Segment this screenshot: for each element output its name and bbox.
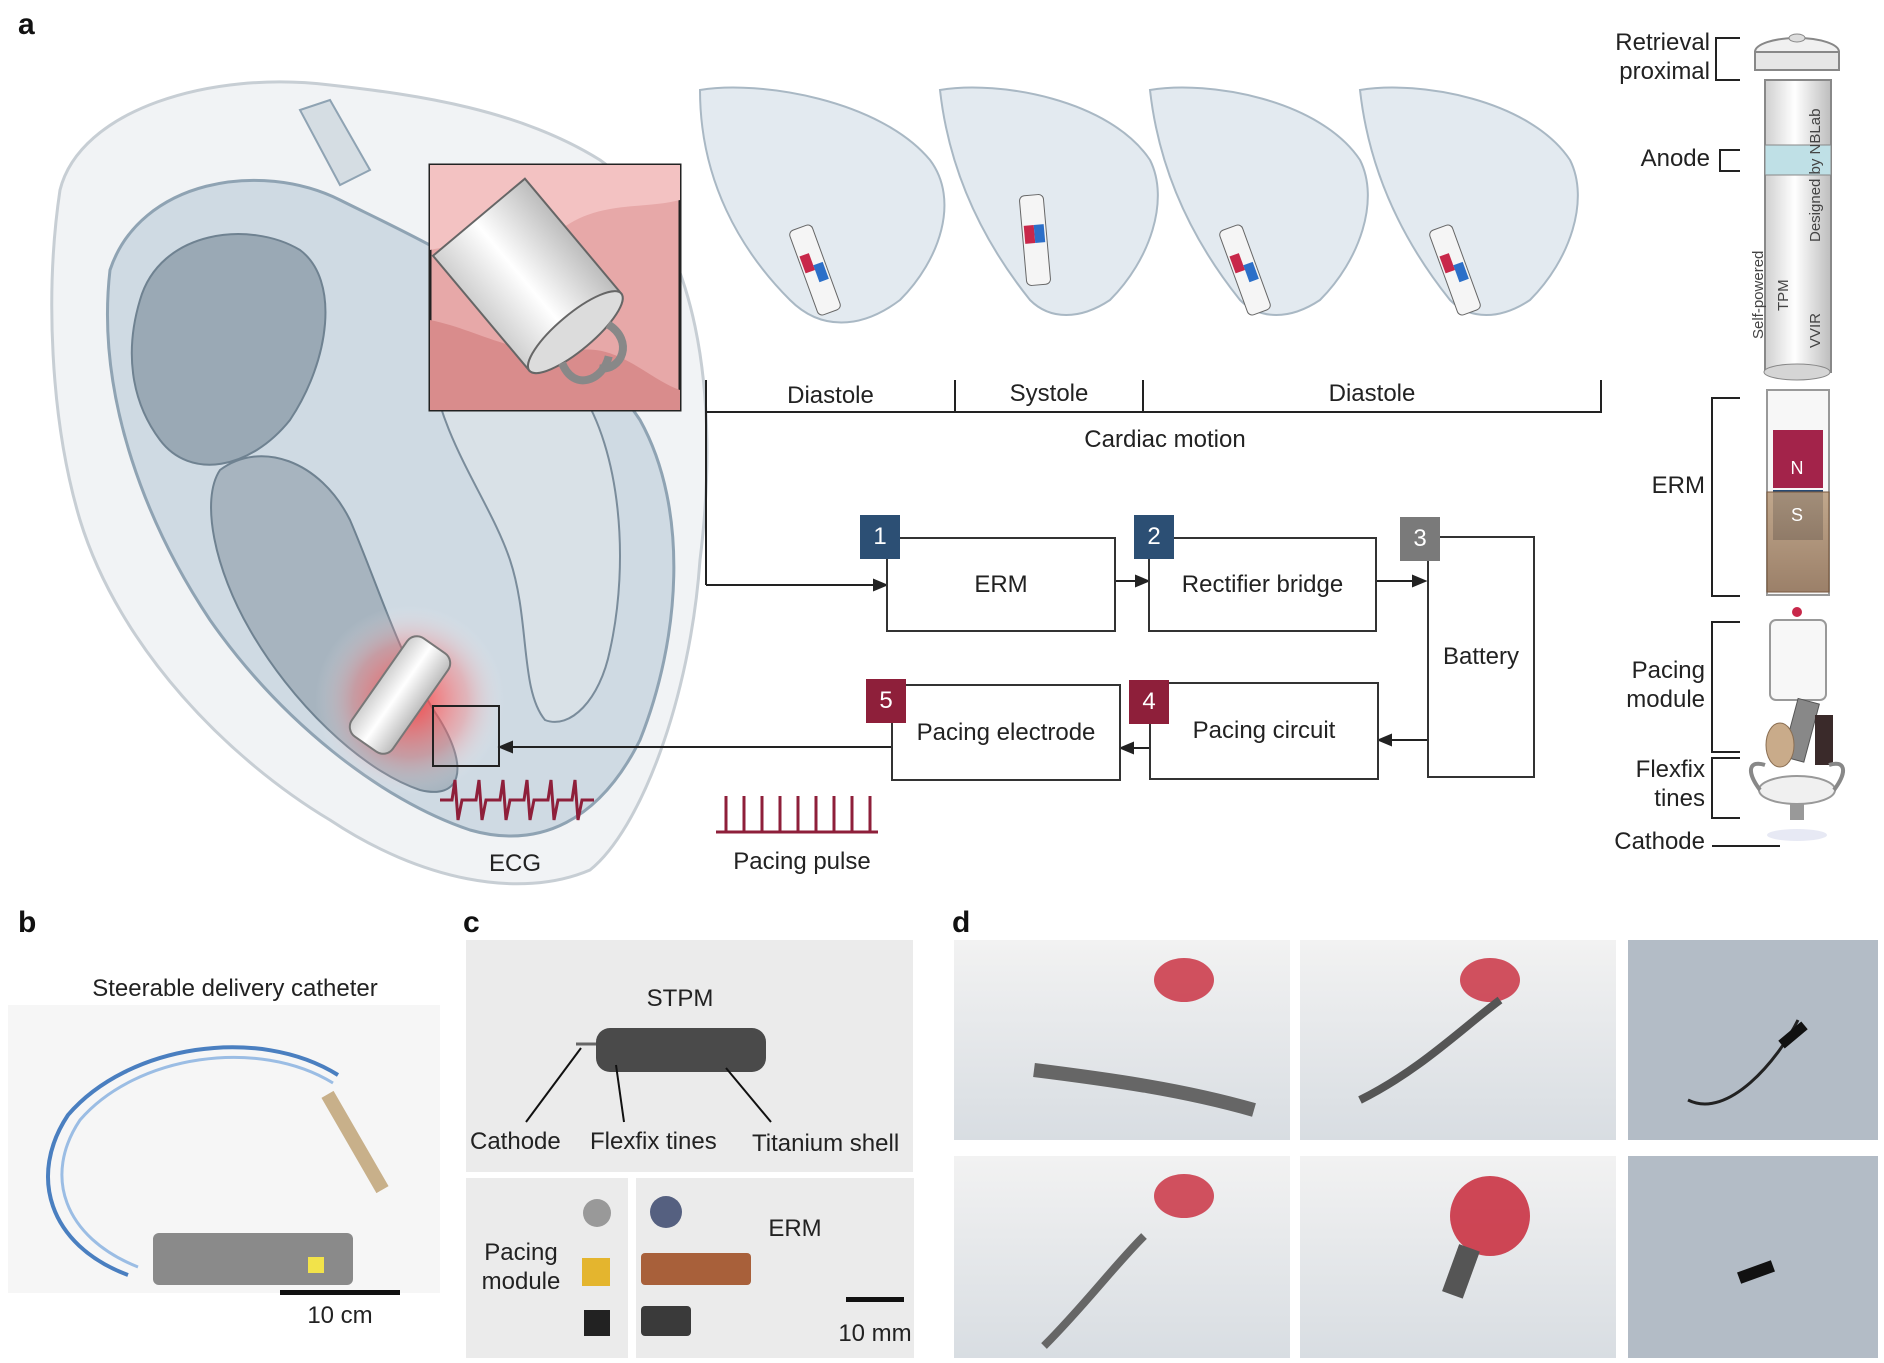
flow-arrows xyxy=(497,574,1428,755)
stpm-label: STPM xyxy=(646,985,714,1012)
magnet-s-label: S xyxy=(1790,505,1803,525)
catheter-title: Steerable delivery catheter xyxy=(92,975,378,1002)
phase-label-diastole-1: Diastole xyxy=(787,382,874,409)
panel-label-b: b xyxy=(18,906,37,939)
device-text-4: VVIR xyxy=(1807,312,1824,348)
exploded-device xyxy=(1749,33,1845,841)
panel-label-d: d xyxy=(952,906,971,939)
flow-box-pacing-electrode: Pacing electrode xyxy=(891,684,1121,781)
flow-box-erm: ERM xyxy=(886,537,1116,632)
stpm-photo xyxy=(466,940,913,1172)
device-label-brackets xyxy=(1711,37,1780,847)
label-cathode: Cathode xyxy=(1614,828,1705,855)
ecg-trace xyxy=(440,779,594,821)
device-text-1: Self-powered xyxy=(1750,250,1767,340)
ecg-label: ECG xyxy=(488,850,541,877)
model-photo-4 xyxy=(1300,1156,1616,1358)
scale-label-b: 10 cm xyxy=(307,1302,373,1329)
c-cathode-label: Cathode xyxy=(470,1128,561,1155)
c-titanium-label: Titanium shell xyxy=(752,1130,900,1157)
pacing-pulse-label: Pacing pulse xyxy=(733,848,871,875)
flow-num-5: 5 xyxy=(866,679,906,723)
model-photo-3 xyxy=(954,1156,1290,1358)
label-anode: Anode xyxy=(1640,145,1710,172)
catheter-photo xyxy=(8,1005,440,1293)
heart-snapshot-3 xyxy=(1148,86,1369,316)
pacing-module-photo xyxy=(466,1178,628,1358)
c-flexfix-label: Flexfix tines xyxy=(590,1128,717,1155)
flow-num-4: 4 xyxy=(1129,680,1169,724)
erm-photo xyxy=(636,1178,914,1358)
scale-label-c: 10 mm xyxy=(838,1320,912,1347)
label-erm: ERM xyxy=(1651,472,1705,499)
xray-photo-2 xyxy=(1628,1156,1878,1358)
coil xyxy=(1766,491,1830,593)
heart-snapshot-2 xyxy=(938,86,1159,316)
label-pacing-module: Pacing module xyxy=(1626,657,1705,713)
implanted-device-icon xyxy=(348,635,452,755)
scale-bar-b xyxy=(280,1290,400,1295)
titanium-shell xyxy=(1764,79,1832,373)
panel-label-c: c xyxy=(463,906,480,939)
label-flexfix: Flexfix tines xyxy=(1635,756,1705,812)
xray-photo-1 xyxy=(1628,940,1878,1140)
phase-label-diastole-2: Diastole xyxy=(1328,380,1416,407)
c-pacing-module-label: Pacing module xyxy=(481,1239,561,1295)
flow-num-2: 2 xyxy=(1134,515,1174,559)
zoom-box xyxy=(432,705,500,767)
scale-bar-c xyxy=(846,1297,904,1302)
heart-snapshot-4 xyxy=(1358,86,1579,316)
magnet-n-label: N xyxy=(1790,458,1804,478)
flow-box-pacing-circuit: Pacing circuit xyxy=(1149,682,1379,780)
flow-num-3: 3 xyxy=(1400,517,1440,561)
heart-snapshot-1 xyxy=(698,86,946,324)
model-photo-2 xyxy=(1300,940,1616,1140)
model-photo-1 xyxy=(954,940,1290,1140)
device-text-2: TPM xyxy=(1775,279,1792,311)
flow-box-rectifier: Rectifier bridge xyxy=(1148,537,1377,632)
panel-label-a: a xyxy=(18,8,35,41)
flow-num-1: 1 xyxy=(860,515,900,559)
label-retrieval: Retrieval proximal xyxy=(1615,29,1710,85)
phase-bracket xyxy=(705,380,1602,585)
c-erm-label: ERM xyxy=(768,1215,822,1242)
cardiac-motion-label: Cardiac motion xyxy=(1084,426,1246,453)
magnet-n xyxy=(1773,430,1823,488)
anode-ring xyxy=(1764,144,1832,176)
flow-box-battery: Battery xyxy=(1427,536,1535,778)
zoom-inset xyxy=(428,163,682,412)
device-text-3: Designed by NBLab xyxy=(1807,108,1824,242)
phase-label-systole: Systole xyxy=(1009,380,1089,407)
pacing-pulse-trace xyxy=(716,796,878,834)
